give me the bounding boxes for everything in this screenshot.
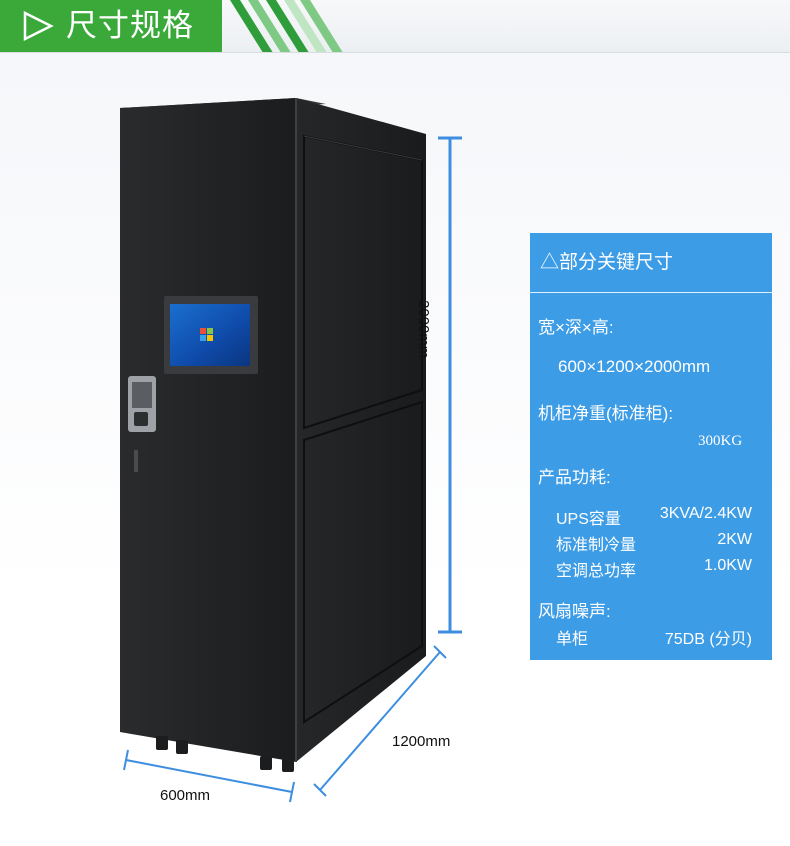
cabinet-illustration: [120, 98, 426, 772]
panel-title: △部分关键尺寸: [530, 233, 772, 293]
weight-value: 300KG: [698, 433, 743, 449]
power-heading: 产品功耗:: [538, 468, 611, 487]
page-title: 尺寸规格: [66, 8, 194, 44]
size-value: 600×1200×2000mm: [558, 357, 711, 376]
power-row-label: 空调总功率: [556, 563, 637, 580]
depth-dimension-label: 1200mm: [392, 733, 451, 750]
power-row-value: 3KVA/2.4KW: [659, 505, 752, 522]
noise-value: 75DB (分贝): [664, 631, 752, 648]
power-row-label: 标准制冷量: [556, 537, 637, 554]
power-row-label: UPS容量: [556, 511, 621, 528]
cabinet-side-panel: [296, 98, 426, 762]
triangle-right-outline-icon: [23, 10, 54, 42]
size-heading: 宽×深×高:: [538, 318, 614, 337]
noise-heading: 风扇噪声:: [538, 602, 611, 621]
cabinet-front-door: [120, 98, 296, 762]
height-dimension-label: 2000mm: [415, 300, 432, 359]
weight-heading: 机柜净重(标准柜):: [538, 404, 674, 423]
width-dimension-label: 600mm: [160, 787, 211, 804]
title-box: 尺寸规格: [0, 0, 222, 52]
key-dimensions-panel: △部分关键尺寸 宽×深×高: 600×1200×2000mm 机柜净重(标准柜)…: [530, 233, 772, 660]
header-bar: 尺寸规格: [0, 0, 790, 53]
power-row-value: 2KW: [717, 531, 752, 548]
windows-logo-icon: [200, 328, 213, 341]
noise-label: 单柜: [556, 631, 589, 648]
power-row-value: 1.0KW: [703, 557, 752, 574]
